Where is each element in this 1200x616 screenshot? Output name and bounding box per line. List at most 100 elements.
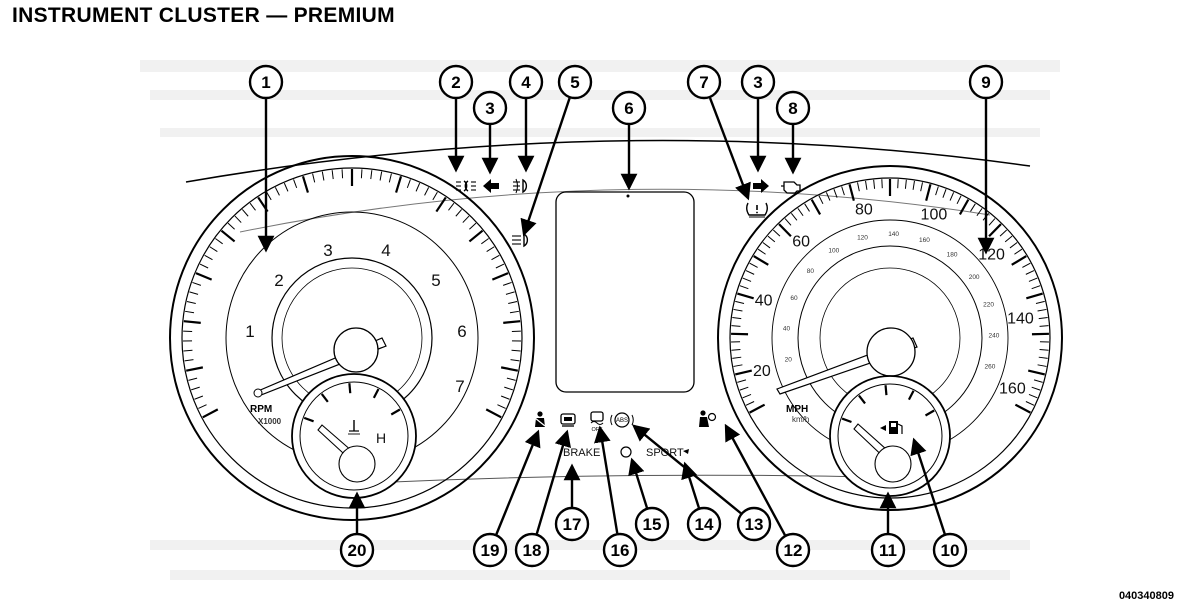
- mph-number: 80: [855, 202, 873, 219]
- kmh-number: 100: [828, 247, 839, 254]
- sport-label: SPORT: [646, 447, 684, 459]
- gauge-tick: [732, 317, 742, 320]
- kmh-number: 20: [785, 357, 793, 364]
- gauge-tick: [395, 175, 403, 193]
- gauge-tick: [194, 395, 204, 400]
- callout-circle-10: [932, 532, 968, 568]
- callout-number-1: 1: [261, 73, 270, 92]
- gauge-tick: [884, 385, 888, 396]
- gauge-tick: [234, 215, 242, 223]
- callout-leader-7: [708, 97, 751, 201]
- callout-number-15: 15: [643, 515, 662, 534]
- gauge-tick: [191, 386, 200, 391]
- gauge-tick: [1028, 393, 1038, 399]
- callout-circle-6: [611, 90, 647, 126]
- gauge-tick: [372, 388, 380, 399]
- callout-number-14: 14: [695, 515, 714, 534]
- gauge-tick: [865, 180, 868, 190]
- gauge-tick: [1039, 349, 1049, 351]
- gauge-tick: [198, 404, 207, 409]
- gauge-tick: [749, 262, 758, 268]
- background-ghost: [140, 60, 1060, 580]
- temp-gauge: H: [291, 373, 417, 499]
- gauge-tick: [956, 195, 962, 205]
- gauge-tick: [511, 349, 521, 352]
- callout-circle-18: [514, 532, 550, 568]
- gauge-tick: [341, 169, 344, 179]
- gauge-tick: [502, 281, 512, 286]
- callout-circle-5: [557, 64, 593, 100]
- gauge-tick: [209, 246, 218, 253]
- gauge-tick: [204, 254, 213, 261]
- speed-sub-unit-label: km/h: [792, 415, 809, 424]
- callout-number-16: 16: [611, 541, 630, 560]
- gauge-tick: [778, 223, 792, 238]
- tach-tick-marks: [183, 169, 521, 419]
- check-engine-icon: [781, 181, 801, 194]
- tach-number: 4: [381, 241, 390, 260]
- gauge-tick: [732, 356, 742, 359]
- coolant-temp-icon: [348, 420, 360, 435]
- gauge-tick: [742, 277, 752, 282]
- temp-hub: [338, 445, 376, 483]
- kmh-number: 160: [919, 237, 930, 244]
- gauge-tick: [1011, 255, 1027, 266]
- gauge-tick: [510, 359, 520, 362]
- gauge-tick: [183, 320, 201, 324]
- callout-leader-5: [520, 97, 571, 237]
- gauge-tick: [415, 182, 421, 192]
- gauge-tick: [495, 263, 505, 269]
- gauge-tick: [1004, 235, 1013, 243]
- gauge-tick: [303, 416, 314, 423]
- gauge-tick: [848, 183, 855, 201]
- gauge-tick: [1028, 277, 1038, 282]
- gauge-tick: [227, 222, 235, 230]
- gauge-tick: [379, 171, 383, 181]
- esc-icon: [620, 446, 632, 458]
- gauge-tick: [1025, 401, 1035, 406]
- page-title: INSTRUMENT CLUSTER — PREMIUM: [12, 4, 395, 27]
- gauge-tick: [1035, 300, 1045, 304]
- gauge-tick: [202, 408, 219, 419]
- kmh-number: 60: [790, 295, 798, 302]
- gauge-tick: [925, 183, 932, 201]
- callout-circle-7: [686, 64, 722, 100]
- callout-circle-2: [438, 64, 474, 100]
- gauge-tick: [856, 182, 860, 192]
- gauge-tick: [988, 223, 1002, 238]
- callout-number-17: 17: [563, 515, 582, 534]
- gauge-tick: [1026, 292, 1043, 300]
- mph-number: 160: [999, 380, 1026, 397]
- gauge-tick: [184, 359, 194, 362]
- callout-number-11: 11: [879, 541, 897, 560]
- gauge-tick: [455, 209, 463, 217]
- callout-leaders: [257, 97, 995, 536]
- gauge-tick: [220, 229, 236, 243]
- gauge-tick: [742, 393, 752, 399]
- callout-circle-8: [775, 90, 811, 126]
- gauge-tick: [503, 320, 521, 324]
- callout-leader-10: [910, 437, 946, 535]
- gauge-tick: [999, 229, 1008, 237]
- callout-leader-12: [724, 423, 786, 536]
- kmh-number: 40: [783, 325, 791, 332]
- gauge-tick: [435, 196, 447, 213]
- gauge-tick: [293, 179, 298, 189]
- airbag-icon: [699, 410, 717, 427]
- kmh-number: 240: [989, 333, 1000, 340]
- tach-multiplier-label: X1000: [258, 417, 282, 426]
- gauge-tick: [935, 186, 939, 196]
- gauge-tick: [841, 417, 852, 424]
- gauge-tick: [858, 394, 866, 405]
- gauge-tick: [904, 179, 907, 189]
- callout-number-3: 3: [753, 73, 762, 92]
- callout-leader-14: [681, 461, 701, 509]
- kmh-number: 120: [857, 235, 868, 242]
- gauge-tick: [797, 208, 804, 217]
- cluster-housing-top: [185, 139, 1031, 183]
- speed-tick-marks: [731, 179, 1049, 414]
- gauge-tick: [192, 281, 202, 286]
- sport-mode-icon: [683, 449, 689, 454]
- gauge-tick: [189, 291, 199, 295]
- kmh-number: 220: [983, 302, 994, 309]
